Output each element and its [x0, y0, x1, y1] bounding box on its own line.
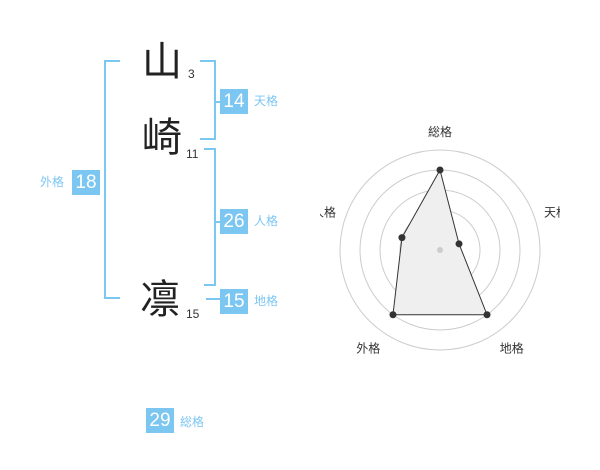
- jinkaku-value: 26: [220, 209, 248, 234]
- radar-point-0: [436, 166, 444, 174]
- stroke-count-3: 15: [186, 307, 200, 321]
- name-char-2: 崎: [142, 115, 182, 161]
- stroke-count-1: 3: [188, 67, 195, 81]
- chikaku-tick: [206, 298, 220, 300]
- tenkaku-tick: [214, 101, 220, 103]
- radar-axis-label-1: 天格: [544, 204, 560, 219]
- radar-point-2: [483, 311, 491, 319]
- gaikaku-bracket: [104, 60, 120, 299]
- tenkaku-bracket: [200, 60, 216, 140]
- soukaku-value: 29: [146, 408, 174, 433]
- gaikaku-value: 18: [72, 170, 100, 195]
- jinkaku-label: 人格: [254, 214, 279, 228]
- radar-area: [392, 168, 488, 316]
- radar-point-4: [398, 234, 406, 242]
- radar-ring-5: [339, 149, 541, 351]
- name-char-1: 山: [142, 39, 182, 85]
- jinkaku-bracket: [204, 148, 216, 286]
- radar-point-3: [389, 311, 397, 319]
- soukaku-label: 総格: [180, 415, 205, 429]
- tenkaku-value: 14: [220, 89, 248, 114]
- stroke-count-2: 11: [186, 147, 199, 161]
- gaikaku-label: 外格: [40, 175, 65, 189]
- chikaku-label: 地格: [254, 294, 279, 308]
- jinkaku-tick: [214, 221, 220, 223]
- radar-center: [437, 247, 443, 253]
- radar-axis-label-4: 人格: [320, 204, 336, 219]
- radar-chart: 総格天格地格 外格 人格: [320, 124, 560, 356]
- radar-axis-label-0: 総格: [428, 124, 452, 139]
- tenkaku-label: 天格: [254, 94, 279, 108]
- chikaku-value: 15: [220, 289, 248, 314]
- radar-point-1: [455, 240, 463, 248]
- radar-axis-label-2: 地格: [500, 341, 524, 356]
- name-char-3: 凛: [140, 277, 180, 323]
- radar-axis-label-3: 外格: [356, 341, 380, 356]
